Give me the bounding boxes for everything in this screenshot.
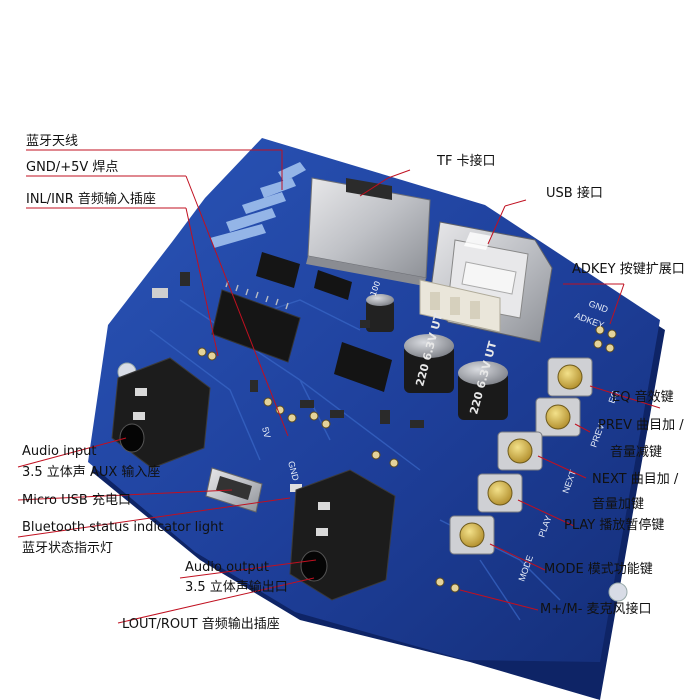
label-audio-in-2: 3.5 立体声 AUX 输入座 xyxy=(22,465,161,480)
small-capacitor: 100 xyxy=(366,280,394,332)
label-micro-usb: Micro USB 充电口 xyxy=(22,493,131,508)
button-prev xyxy=(535,397,581,437)
label-audio-in-1: Audio input xyxy=(22,444,97,459)
ic-right xyxy=(314,270,392,392)
leader-lines xyxy=(17,149,661,624)
antenna-pattern xyxy=(210,162,306,248)
button-eq xyxy=(547,357,593,397)
silk-5v: 5V xyxy=(260,426,273,439)
label-audio-out-1: Audio output xyxy=(185,560,269,575)
label-bt-led-2: 蓝牙状态指示灯 xyxy=(22,541,114,556)
micro-usb-port xyxy=(205,467,263,513)
label-antenna: 蓝牙天线 xyxy=(26,134,79,149)
audio-output-jack xyxy=(289,469,396,601)
label-tf: TF 卡接口 xyxy=(437,154,496,169)
label-lout-rout: LOUT/ROUT 音频输出插座 xyxy=(122,617,280,632)
label-mic: M+/M- 麦克风接口 xyxy=(540,602,652,617)
label-audio-out-2: 3.5 立体声输出口 xyxy=(185,580,288,595)
tf-card-slot xyxy=(306,177,431,286)
label-next-2: 音量加键 xyxy=(592,497,645,512)
button-mode xyxy=(449,515,495,555)
label-next-1: NEXT 曲目加 / xyxy=(592,472,679,487)
button-next xyxy=(497,431,543,471)
label-eq: EQ 音效键 xyxy=(612,390,674,405)
pad-holes xyxy=(197,325,617,593)
label-prev-1: PREV 曲目加 / xyxy=(598,418,684,433)
button-play xyxy=(477,473,523,513)
label-mode: MODE 模式功能键 xyxy=(544,562,653,577)
label-usb: USB 接口 xyxy=(546,186,603,201)
header-connector xyxy=(419,279,501,333)
label-bt-led-1: Bluetooth status indicator light xyxy=(22,520,224,535)
audio-input-jack xyxy=(111,357,211,469)
label-adkey: ADKEY 按键扩展口 xyxy=(572,262,685,277)
silk-eq: EQ xyxy=(606,389,620,405)
label-inl-inr: INL/INR 音频输入插座 xyxy=(26,192,156,207)
secondary-ic xyxy=(256,252,300,288)
label-gnd-5v: GND/+5V 焊点 xyxy=(26,160,119,175)
label-prev-2: 音量减键 xyxy=(610,445,663,460)
main-ic xyxy=(211,280,301,363)
capacitor-2: 220 6.3V UT xyxy=(458,339,508,420)
label-play: PLAY 播放暂停键 xyxy=(564,518,665,533)
